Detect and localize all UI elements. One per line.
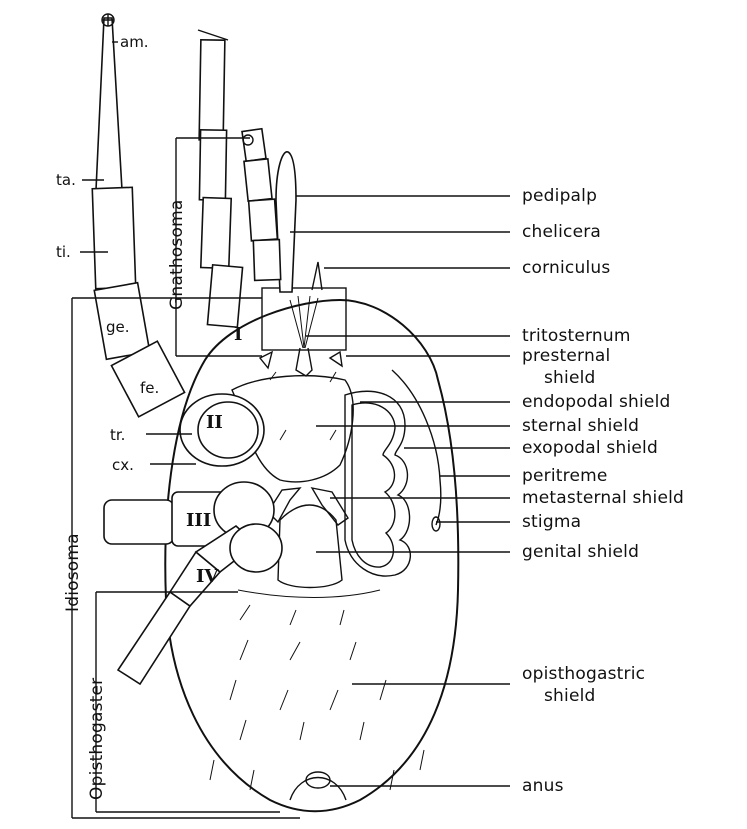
pedipalp-segments xyxy=(242,129,281,281)
label-metasternal: metasternal shield xyxy=(522,488,684,508)
label-tr: tr. xyxy=(110,426,125,444)
label-am: am. xyxy=(120,33,149,51)
anal-plate xyxy=(290,778,346,801)
label-stigma: stigma xyxy=(522,512,581,532)
label-ti: ti. xyxy=(56,243,71,261)
label-anus: anus xyxy=(522,776,564,796)
label-pedipalp: pedipalp xyxy=(522,186,597,206)
corniculus-right xyxy=(312,262,322,290)
label-corniculus: corniculus xyxy=(522,258,610,278)
label-peritreme: peritreme xyxy=(522,466,608,486)
label-opisthogaster: Opisthogaster xyxy=(87,678,107,800)
label-chelicera: chelicera xyxy=(522,222,601,242)
label-gnathosoma: Gnathosoma xyxy=(167,200,187,310)
label-tritosternum: tritosternum xyxy=(522,326,631,346)
label-ta: ta. xyxy=(56,171,76,189)
label-endopodal: endopodal shield xyxy=(522,392,670,412)
leg-numeral-IV: IV xyxy=(196,566,219,587)
leg-IV xyxy=(118,524,282,684)
leg-numeral-II: II xyxy=(206,412,223,433)
presternal-marks xyxy=(260,352,342,368)
label-opisthogastric-shield: shield xyxy=(544,686,596,706)
label-sternal: sternal shield xyxy=(522,416,639,436)
label-presternal-shield: shield xyxy=(544,368,596,388)
label-exopodal: exopodal shield xyxy=(522,438,658,458)
leg-numeral-III: III xyxy=(186,510,211,531)
gnathosomal-base xyxy=(262,288,346,350)
opisthogastric-boundary xyxy=(238,590,380,598)
endopodal-inner xyxy=(352,403,395,567)
anal-shield xyxy=(306,772,330,788)
label-genital: genital shield xyxy=(522,542,639,562)
tritosternum-shape xyxy=(296,348,312,376)
leg-numeral-I: I xyxy=(234,324,242,345)
label-cx: cx. xyxy=(112,456,134,474)
label-idiosoma: Idiosoma xyxy=(63,533,83,612)
leg-I xyxy=(198,30,243,327)
label-fe: fe. xyxy=(140,379,159,397)
leader-lines xyxy=(290,196,510,786)
label-presternal: presternal xyxy=(522,346,610,366)
label-ge: ge. xyxy=(106,318,130,336)
label-opisthogastric: opisthogastric xyxy=(522,664,645,684)
